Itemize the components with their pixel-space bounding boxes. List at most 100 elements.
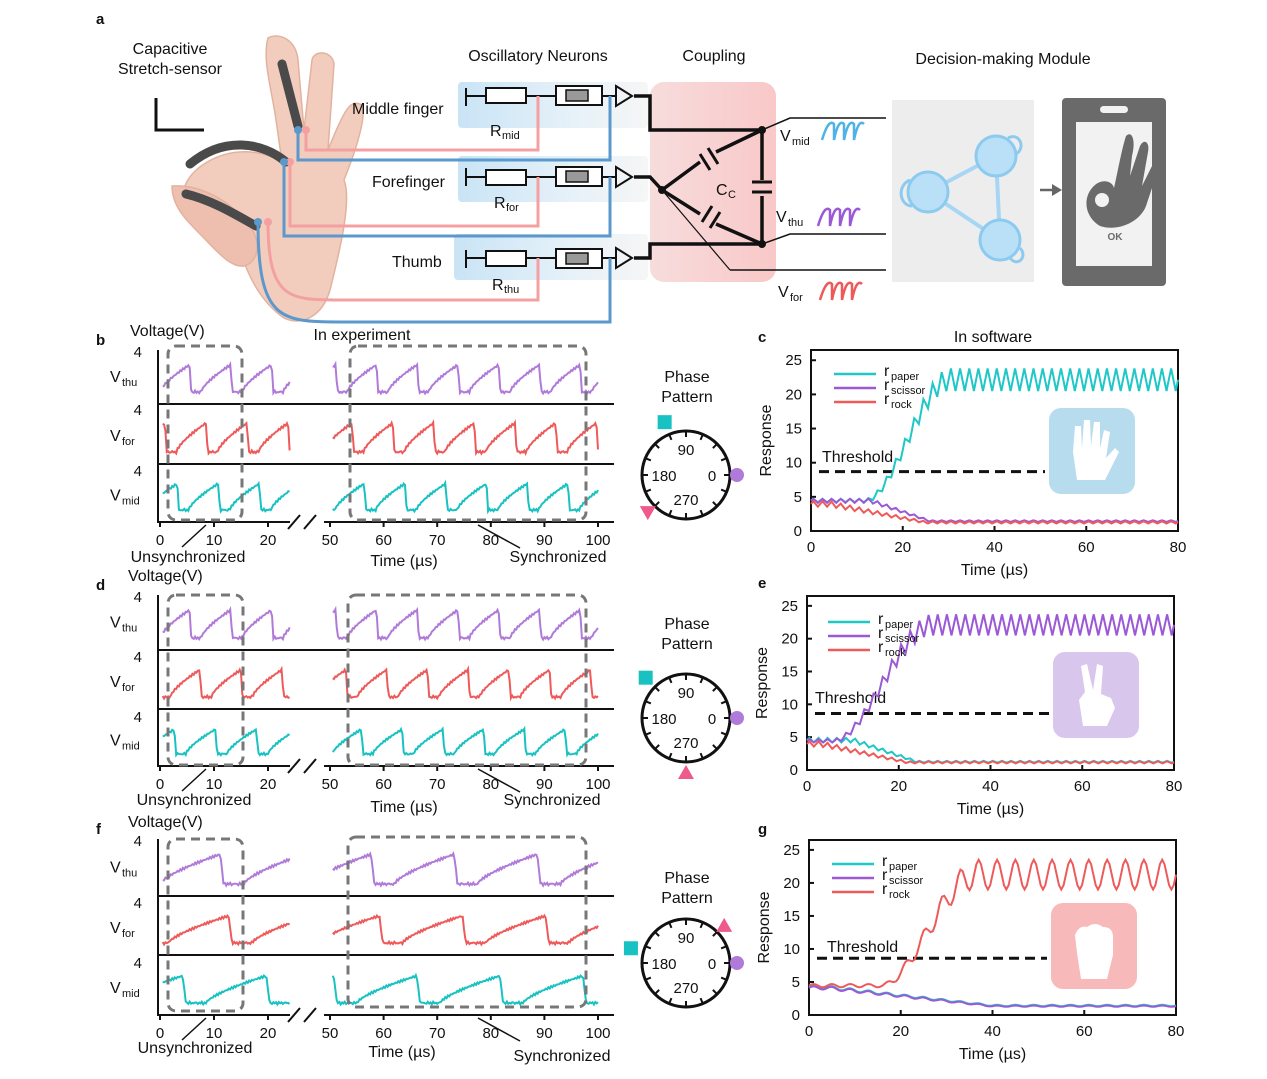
phase-tick-f-14 <box>712 989 718 995</box>
exp-xtick-label-b-0: 0 <box>156 532 164 549</box>
exp-ytick-4-d-for: 4 <box>134 649 142 666</box>
exp-row-label-sub-f-thu: thu <box>122 868 137 880</box>
time-axis-label-d: Time (µs) <box>370 799 437 816</box>
phase-marker-mid-b <box>657 415 672 430</box>
sw-ytick-label-c-1: 5 <box>794 489 802 506</box>
threshold-label-g: Threshold <box>827 939 898 956</box>
phase-tick-d-2 <box>712 686 718 692</box>
exp-axis-b <box>157 350 614 523</box>
exp-xtick-label-b-2: 20 <box>260 532 277 549</box>
phase-tick-b-5 <box>668 434 673 441</box>
sync-callout-f <box>477 1017 521 1042</box>
in-software-title: In software <box>954 329 1032 346</box>
phase-tick-b-3 <box>699 434 704 441</box>
phase-tick-f-7 <box>645 945 652 950</box>
phase-label-f-1: 180 <box>651 956 676 973</box>
phase-tick-f-1 <box>720 945 727 950</box>
sw-xtick-label-g-1: 20 <box>892 1023 909 1040</box>
legend-label-sub-rock-g: rock <box>889 889 910 901</box>
phase-tick-f-13 <box>699 997 704 1004</box>
exp-row-label-sub-b-thu: thu <box>122 377 137 389</box>
exp-trace-d-thu-1 <box>332 605 599 642</box>
phase-label-b-3: 270 <box>673 492 698 509</box>
legend-label-sub-rock-c: rock <box>891 399 912 411</box>
series-paper-e <box>806 736 1175 764</box>
exp-xtick-label-b-7: 90 <box>536 532 553 549</box>
unsync-label-b: Unsynchronized <box>131 549 246 566</box>
exp-row-label-main-b-mid: V <box>110 488 121 505</box>
sw-xtick-label-e-4: 80 <box>1166 778 1183 795</box>
voltage-axis-label-b: Voltage(V) <box>130 323 205 340</box>
legend-label-sub-rock-e: rock <box>885 647 906 659</box>
resistor-for-main: R <box>494 195 506 212</box>
paper-hand-icon <box>1073 420 1119 480</box>
coupling-title: Coupling <box>682 48 745 65</box>
cap-label-main: C <box>716 182 728 199</box>
sw-ytick-label-e-5: 25 <box>781 598 798 615</box>
exp-row-label-main-d-for: V <box>110 674 121 691</box>
exp-xtick-label-b-3: 50 <box>322 532 339 549</box>
exp-row-label-sub-d-mid: mid <box>122 741 140 753</box>
phase-title-line1-d: Phase <box>664 616 709 633</box>
phase-title-line1-f: Phase <box>664 870 709 887</box>
legend-label-sub-scissor-g: scissor <box>889 875 924 887</box>
exp-xtick-label-d-7: 90 <box>536 776 553 793</box>
phase-tick-d-15 <box>720 731 727 736</box>
exp-xtick-label-f-2: 20 <box>260 1025 277 1042</box>
time-axis-label-f: Time (µs) <box>368 1044 435 1061</box>
series-rock-g <box>808 857 1177 989</box>
sw-ylabel-e: Response <box>754 647 771 719</box>
phase-tick-d-9 <box>645 731 652 736</box>
sw-ylabel-c: Response <box>758 404 775 476</box>
exp-trace-b-thu-0 <box>162 360 291 396</box>
phase-marker-for-f <box>716 917 733 932</box>
sw-ytick-label-e-0: 0 <box>790 762 798 779</box>
phase-tick-f-9 <box>645 976 652 981</box>
exp-xtick-label-f-7: 90 <box>536 1025 553 1042</box>
sync-box-d <box>346 593 588 767</box>
exp-xtick-label-f-8: 100 <box>585 1025 610 1042</box>
exp-trace-d-mid-0 <box>162 727 290 758</box>
resistor-thu-sub: thu <box>504 284 519 296</box>
exp-trace-f-mid-0 <box>162 974 291 1007</box>
sw-ytick-label-g-3: 15 <box>783 908 800 925</box>
exp-row-label-sub-b-for: for <box>122 436 135 448</box>
phase-label-f-2: 0 <box>708 956 716 973</box>
exp-xtick-label-f-3: 50 <box>322 1025 339 1042</box>
voltage-axis-label-d: Voltage(V) <box>128 568 203 585</box>
panel-e-label: e <box>758 575 766 592</box>
sw-ytick-label-c-4: 20 <box>785 386 802 403</box>
phase-tick-f-15 <box>720 976 727 981</box>
legend-label-sub-paper-e: paper <box>885 619 913 631</box>
exp-xtick-label-f-5: 70 <box>429 1025 446 1042</box>
sw-ytick-label-g-1: 5 <box>792 974 800 991</box>
decision-network <box>892 100 1062 282</box>
exp-xtick-label-f-0: 0 <box>156 1025 164 1042</box>
exp-trace-f-thu-1 <box>332 851 599 888</box>
phase-title-line2-f: Pattern <box>661 890 713 907</box>
resistor-for-sub: for <box>506 202 519 214</box>
spike-icon-thu <box>816 207 861 227</box>
panel-f-experiment: f Voltage(V) Unsynchronized Synchronized… <box>96 814 614 1065</box>
phone-ok-gesture-icon: OK <box>1062 98 1166 286</box>
sw-xtick-label-g-3: 60 <box>1076 1023 1093 1040</box>
exp-xtick-label-d-0: 0 <box>156 776 164 793</box>
series-paper-c <box>810 368 1179 504</box>
exp-row-label-sub-f-for: for <box>122 928 135 940</box>
phase-label-d-1: 180 <box>651 711 676 728</box>
phase-label-d-3: 270 <box>673 735 698 752</box>
legend-label-main-rock-g: r <box>882 881 888 898</box>
legend-label-sub-scissor-c: scissor <box>891 385 926 397</box>
legend-label-main-paper-c: r <box>884 363 890 380</box>
series-rock-c <box>810 499 1179 525</box>
phase-tick-b-13 <box>699 509 704 516</box>
phase-tick-b-11 <box>668 509 673 516</box>
exp-trace-d-thu-0 <box>162 605 291 642</box>
legend-label-sub-paper-c: paper <box>891 371 919 383</box>
phase-tick-f-5 <box>668 922 673 929</box>
sync-callout-d <box>477 768 521 793</box>
ok-text: OK <box>1108 232 1124 243</box>
phase-tick-b-1 <box>720 457 727 462</box>
